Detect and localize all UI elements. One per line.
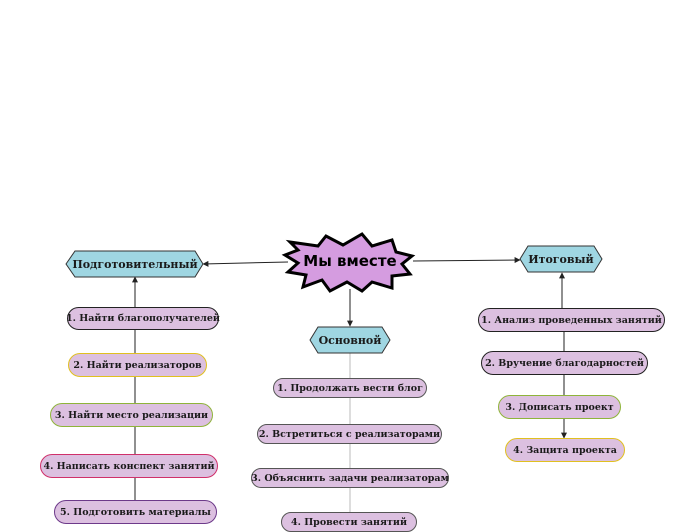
left-item-2[interactable]: 2. Найти реализаторов [68,353,207,377]
middle-item-1[interactable]: 1. Продолжать вести блог [273,378,427,398]
middle-item-4[interactable]: 4. Провести занятий [281,512,417,532]
right-item-2[interactable]: 2. Вручение благодарностей [481,351,648,375]
left-item-5[interactable]: 5. Подготовить материалы [54,500,217,524]
right-item-4[interactable]: 4. Защита проекта [505,438,625,462]
center-node-label: Мы вместе [303,252,397,270]
right-item-3[interactable]: 3. Дописать проект [498,395,621,419]
branch-main[interactable]: Основной [318,333,382,347]
connector-center-left [202,260,289,267]
branch-preparatory[interactable]: Подготовительный [72,257,198,271]
hex-left-shape [65,250,204,278]
hex-right-shape [519,245,603,273]
right-item-1[interactable]: 1. Анализ проведенных занятий [478,308,665,332]
branch-final[interactable]: Итоговый [528,252,594,266]
center-starburst [281,232,416,293]
left-item-4[interactable]: 4. Написать конспект занятий [40,454,218,478]
middle-item-2[interactable]: 2. Встретиться с реализаторами [257,424,442,444]
left-item-3[interactable]: 3. Найти место реализации [50,403,213,427]
left-item-1[interactable]: 1. Найти благополучателей [66,307,220,330]
connector-layer [65,232,603,520]
connector-center-right [412,257,521,264]
hex-middle-shape [309,326,391,354]
middle-item-3[interactable]: 3. Объяснить задачи реализаторам [251,468,449,488]
